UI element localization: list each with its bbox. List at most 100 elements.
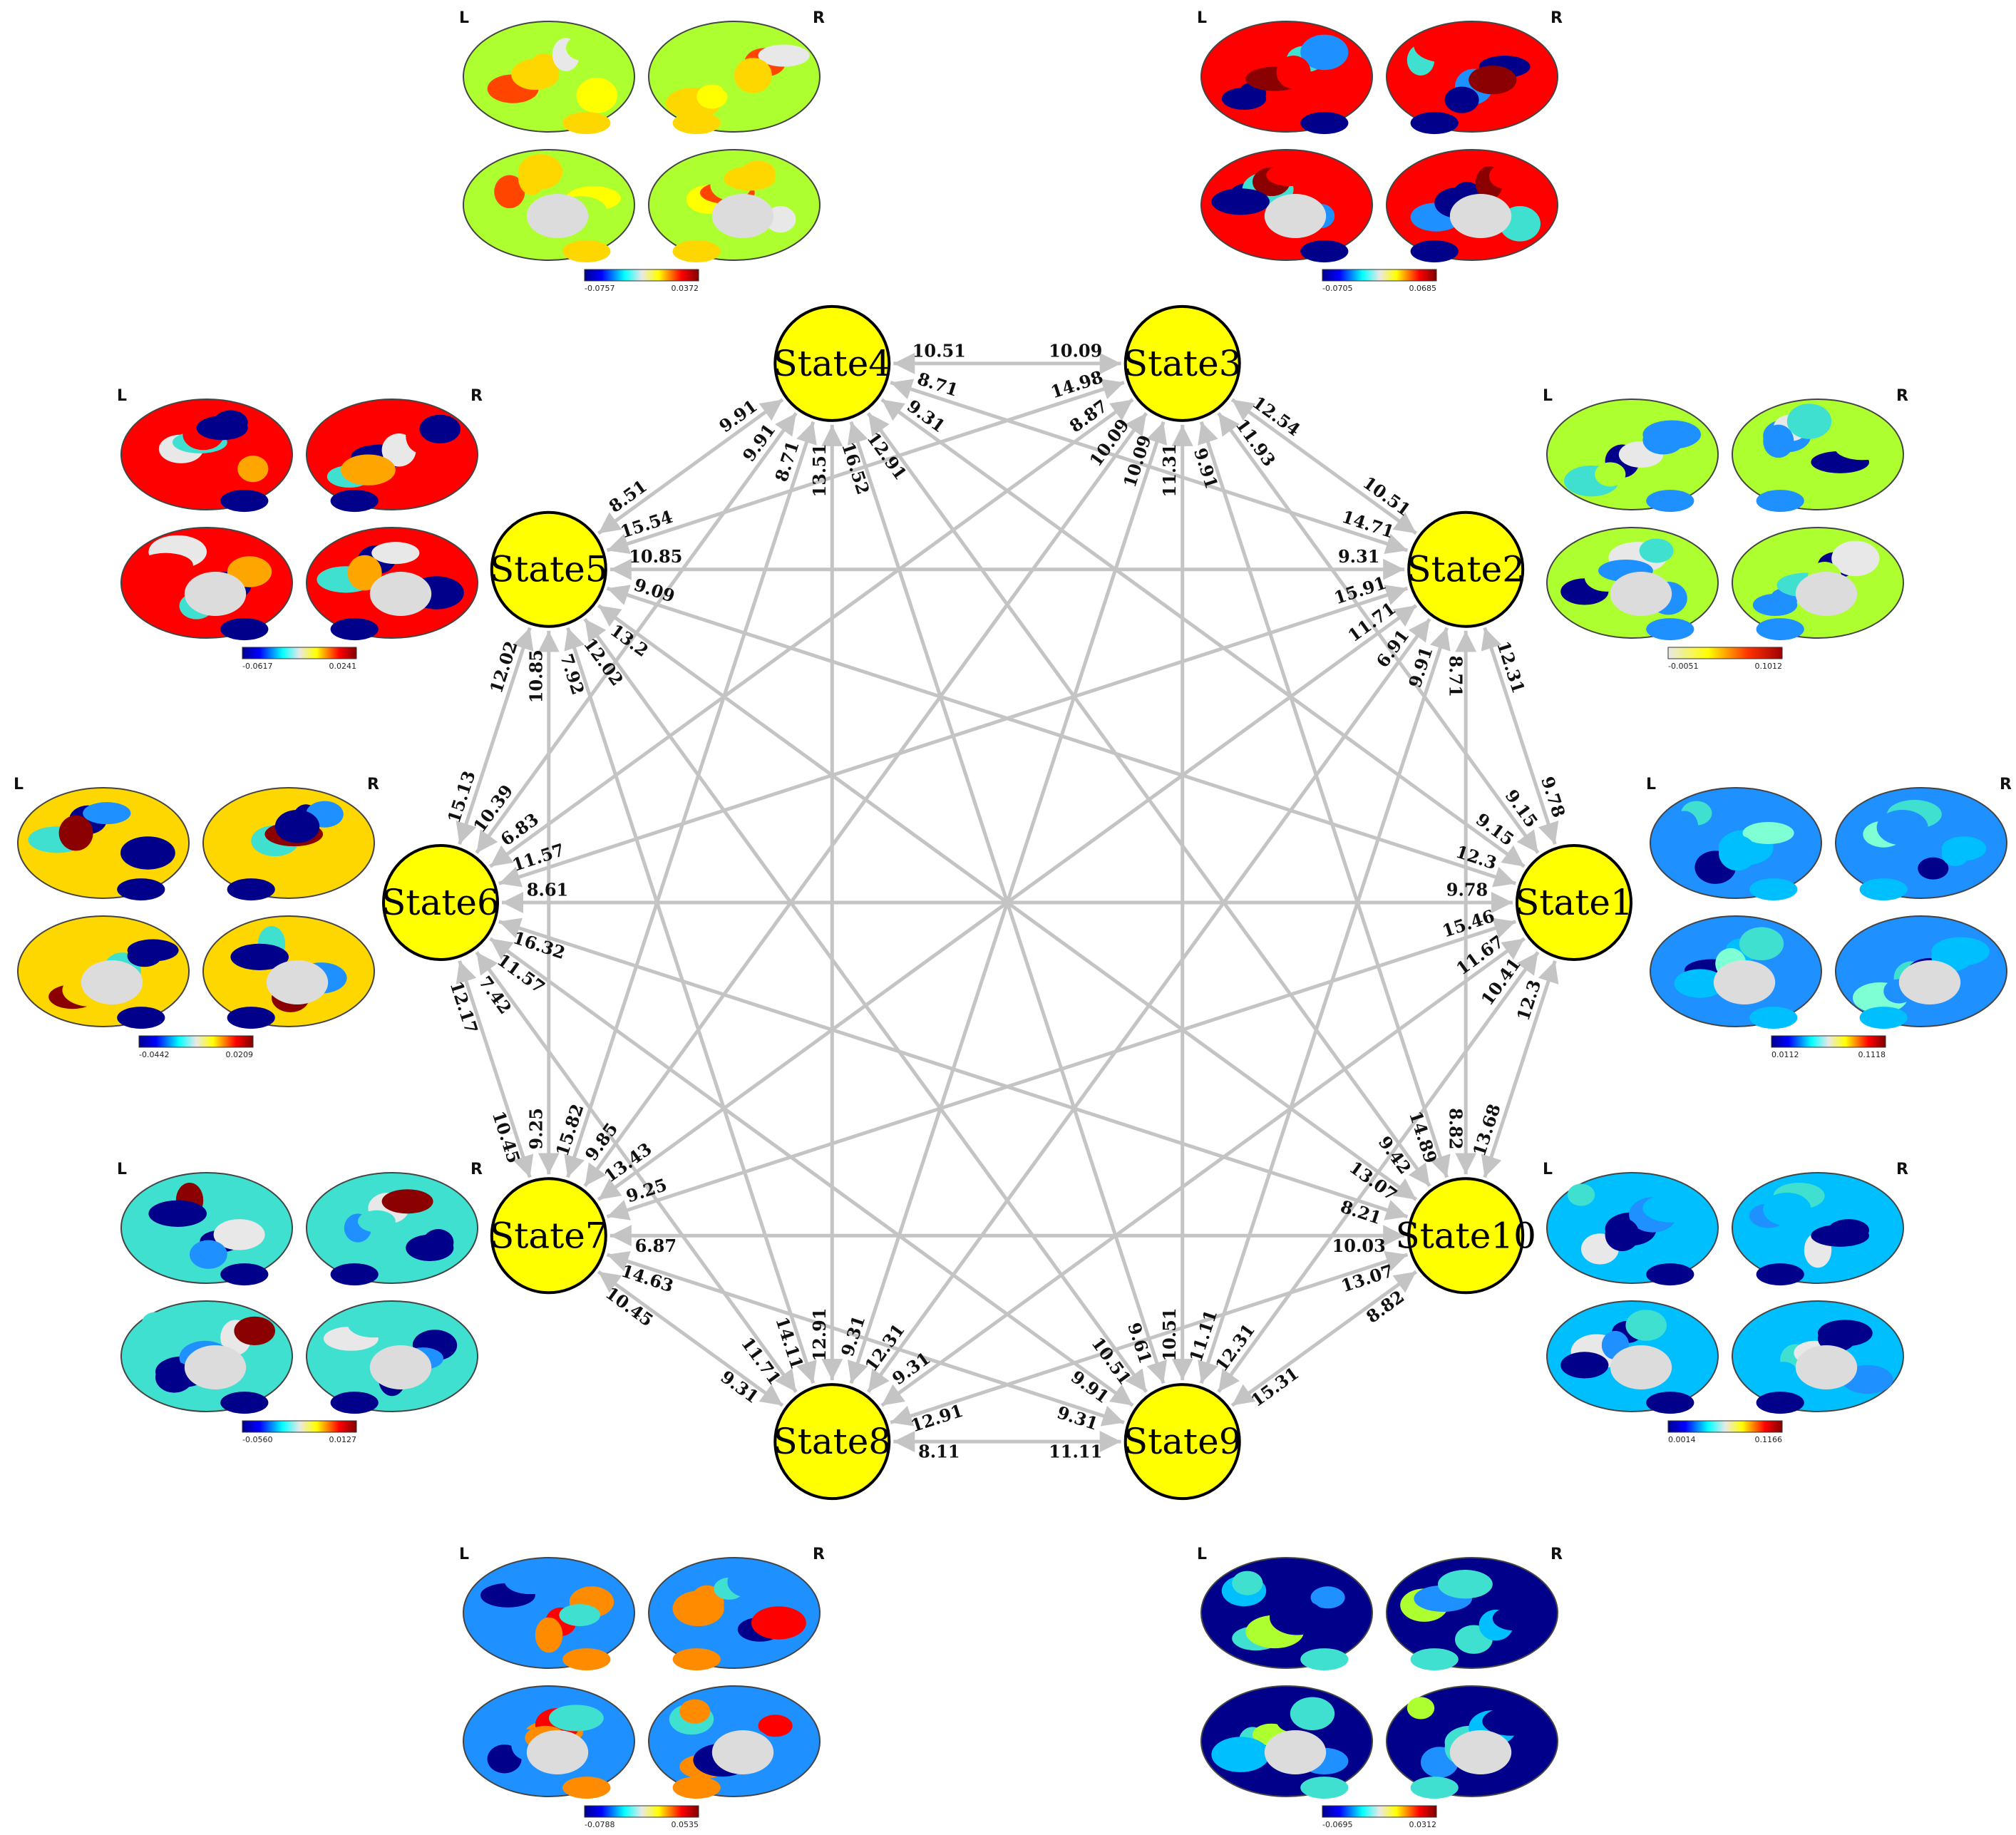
brain-region: [1818, 1325, 1856, 1352]
brain-region: [696, 84, 728, 109]
brain-region: [679, 1699, 711, 1724]
brain-region: [141, 1312, 170, 1335]
brain-region: [213, 1219, 265, 1250]
brain-region: [371, 542, 420, 565]
brain-region: [518, 159, 546, 195]
node-state6: State6: [381, 844, 500, 961]
brain-region: [1642, 426, 1684, 455]
left-hemisphere-label: L: [1543, 387, 1553, 405]
brain-region: [1876, 810, 1928, 845]
colorbar-min-label: -0.0560: [242, 1435, 272, 1444]
edge-label-state4-state9: 16.52: [838, 440, 874, 497]
edge-label-state3-state9: 10.51: [1159, 1308, 1180, 1362]
brain-midline: [184, 572, 247, 616]
brain-region: [1221, 88, 1267, 110]
brain-stem: [1756, 490, 1804, 513]
brain-stem: [220, 1392, 269, 1414]
brain-region: [511, 58, 560, 91]
colorbar-min-label: -0.0705: [1322, 284, 1352, 293]
colorbar: [242, 647, 357, 659]
node-state4: State4: [773, 304, 891, 422]
node-label: State5: [490, 549, 608, 590]
node-circle: [1407, 1177, 1525, 1295]
brain-region: [1492, 1606, 1538, 1631]
edge-label-state6-state7: 10.45: [488, 1109, 525, 1166]
brain-region: [148, 1200, 207, 1227]
brain-stem: [1756, 1263, 1804, 1286]
node-circle: [490, 1177, 607, 1295]
brain-region: [237, 456, 269, 483]
node-label: State6: [381, 882, 500, 923]
brain-midline: [1795, 1345, 1858, 1389]
brain-region: [1232, 1571, 1263, 1595]
brain-stem: [562, 1777, 611, 1799]
left-hemisphere-label: L: [459, 9, 469, 27]
brain-region: [1469, 66, 1517, 95]
node-state7: State7: [490, 1177, 608, 1295]
brain-stem: [1410, 1648, 1459, 1671]
edge-state2-state9: [1198, 627, 1451, 1384]
brain-region: [1763, 1192, 1811, 1226]
colorbar-min-label: -0.0757: [585, 284, 614, 293]
colorbar-min-label: 0.0014: [1668, 1435, 1696, 1444]
node-circle: [1123, 1383, 1241, 1501]
node-state1: State1: [1515, 844, 1633, 961]
edge-label-state2-state10: 8.82: [1446, 1108, 1466, 1149]
left-hemisphere-label: L: [459, 1546, 469, 1563]
brain-stem: [117, 878, 165, 901]
colorbar: [1771, 1035, 1886, 1048]
brain-stem: [562, 112, 611, 135]
left-hemisphere-label: L: [1197, 1546, 1207, 1563]
edge-state2-state3: [1230, 398, 1418, 535]
brain-stem: [1646, 1263, 1694, 1286]
brain-region: [1742, 822, 1794, 845]
brain-region: [1639, 538, 1674, 563]
left-hemisphere-label: L: [1543, 1161, 1553, 1178]
colorbar-max-label: 0.1166: [1755, 1435, 1783, 1444]
brain-region: [1642, 1193, 1701, 1223]
brain-region: [1211, 188, 1270, 215]
nodes-layer: State1State2State3State4State5State6Stat…: [381, 304, 1633, 1501]
brain-region: [234, 1316, 276, 1345]
colorbar: [1667, 1420, 1783, 1433]
edge-state4-state7: [564, 421, 817, 1178]
colorbar: [1667, 647, 1783, 659]
brain-region: [734, 58, 772, 93]
node-circle: [1123, 304, 1241, 422]
brain-lateral-view: [648, 1557, 821, 1669]
brain-region: [535, 1617, 563, 1653]
left-hemisphere-label: L: [1197, 9, 1207, 27]
edge-state5-state8: [564, 627, 817, 1384]
left-hemisphere-label: L: [1646, 776, 1656, 793]
right-hemisphere-label: R: [1550, 1546, 1563, 1563]
edge-label-state4-state8: 13.51: [809, 443, 830, 497]
node-state10: State10: [1395, 1177, 1536, 1295]
brain-lateral-view: [17, 787, 190, 899]
brain-stem: [562, 1648, 611, 1671]
node-label: State9: [1123, 1421, 1242, 1462]
brain-region: [751, 1606, 806, 1640]
colorbar-min-label: -0.0788: [585, 1820, 614, 1829]
edge-label-state3-state4: 10.51: [912, 340, 966, 361]
node-label: State8: [773, 1421, 891, 1462]
brain-midline: [526, 194, 589, 238]
brain-stem: [1410, 112, 1459, 135]
brain-stem: [1749, 878, 1798, 901]
brain-stem: [330, 490, 379, 513]
brain-region: [1625, 1310, 1667, 1341]
brain-stem: [672, 1648, 721, 1671]
brain-stem: [227, 1007, 275, 1029]
edge-label-state1-state7: 9.25: [624, 1174, 670, 1207]
brain-region: [1437, 1570, 1493, 1599]
edge-label-state1-state6: 9.78: [1446, 880, 1488, 900]
brain-region: [1567, 1183, 1595, 1206]
brain-region: [559, 1604, 600, 1627]
brain-region: [1831, 540, 1880, 577]
edge-state5-state6: [456, 627, 534, 845]
brain-midline: [1898, 960, 1961, 1004]
edge-state3-state10: [1198, 421, 1451, 1178]
brain-region: [566, 34, 604, 61]
